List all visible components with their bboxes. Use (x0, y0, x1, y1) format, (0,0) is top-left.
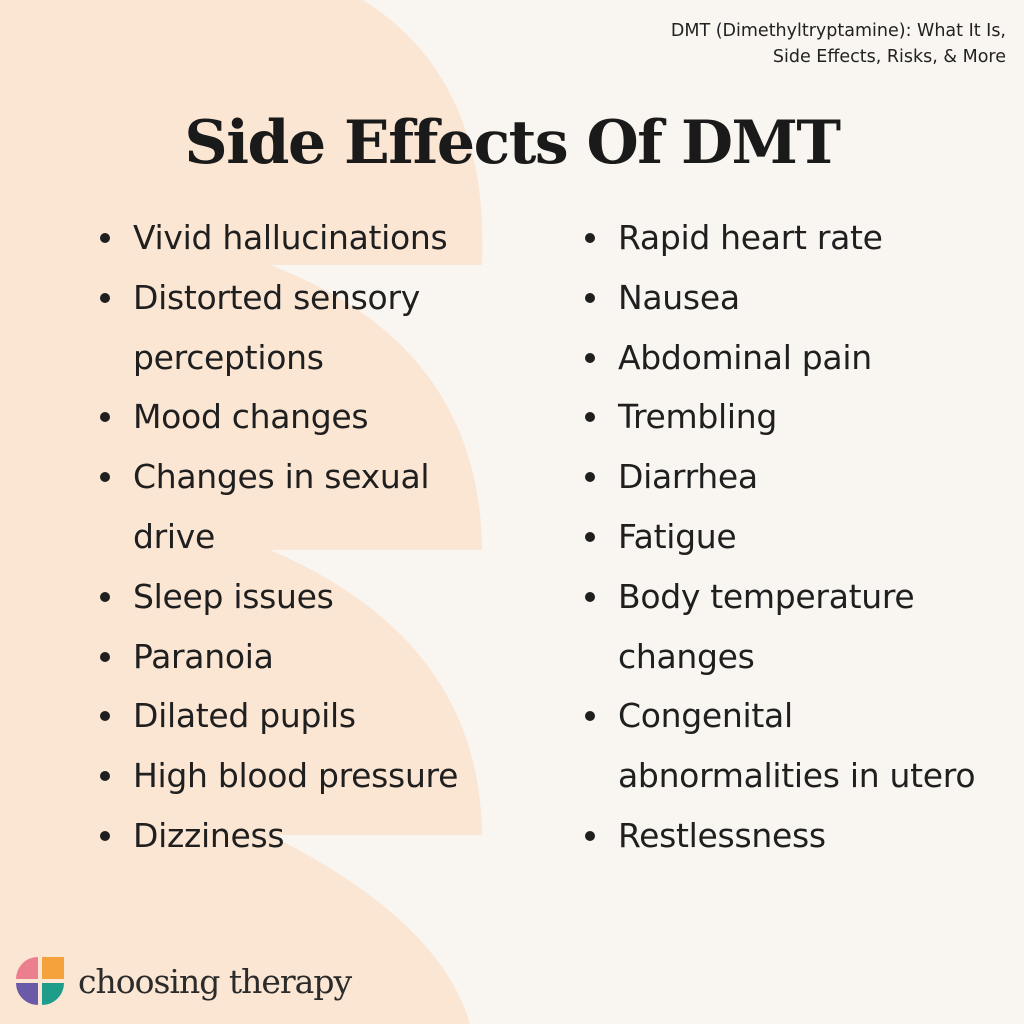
list-item: Mood changes (97, 387, 492, 447)
list-item: Rapid heart rate (582, 208, 1002, 268)
brand-logo-group: choosing therapy (14, 950, 352, 1012)
list-item: Sleep issues (97, 567, 492, 627)
brand-name: choosing therapy (78, 961, 352, 1001)
choosing-therapy-logo-icon (16, 957, 64, 1005)
source-caption-line-2: Side Effects, Risks, & More (772, 47, 1006, 67)
list-item: Changes in sexual drive (97, 447, 492, 567)
list-item: Paranoia (97, 627, 492, 687)
source-article-caption: DMT (Dimethyltryptamine): What It Is, Si… (606, 18, 1006, 70)
list-item: Abdominal pain (582, 328, 1002, 388)
list-item: Trembling (582, 387, 1002, 447)
list-item: Body temperature changes (582, 567, 1002, 687)
page-title: Side Effects Of DMT (184, 108, 841, 178)
list-item: Fatigue (582, 507, 1002, 567)
list-item: Dilated pupils (97, 686, 492, 746)
source-caption-line-1: DMT (Dimethyltryptamine): What It Is, (670, 21, 1006, 41)
side-effects-list-right: Rapid heart rate Nausea Abdominal pain T… (582, 208, 1002, 866)
list-item: Nausea (582, 268, 1002, 328)
list-item: Restlessness (582, 806, 1002, 866)
list-item: High blood pressure (97, 746, 492, 806)
side-effects-list-left: Vivid hallucinations Distorted sensory p… (97, 208, 492, 866)
list-item: Diarrhea (582, 447, 1002, 507)
list-item: Distorted sensory perceptions (97, 268, 492, 388)
list-item: Vivid hallucinations (97, 208, 492, 268)
list-item: Congenital abnormalities in utero (582, 686, 1002, 806)
list-item: Dizziness (97, 806, 492, 866)
